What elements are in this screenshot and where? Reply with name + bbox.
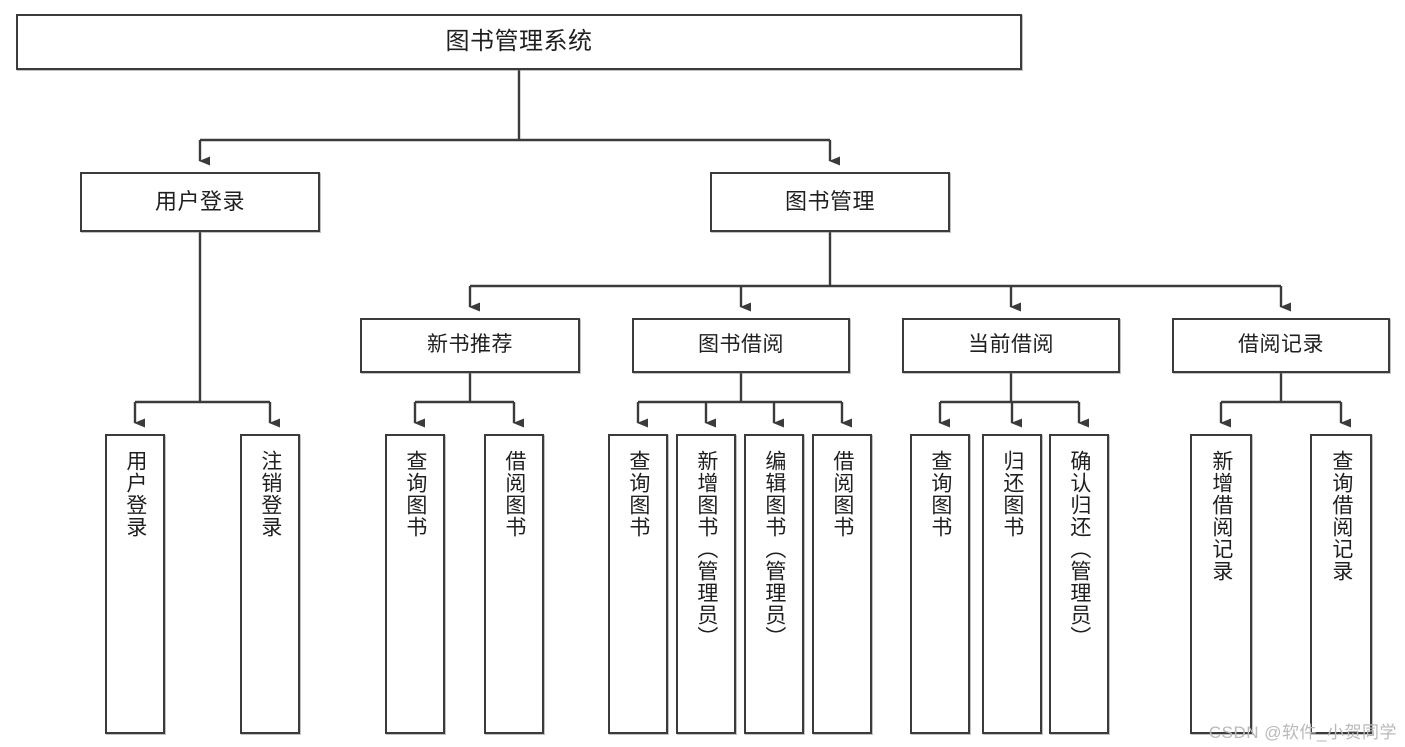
node-l3-c4[interactable]: 借阅图书 [812,434,872,734]
node-l3-c1[interactable]: 查询图书 [608,434,668,734]
node-label: 确认归还（管理员） [1067,450,1091,648]
node-label: 编辑图书（管理员） [762,450,786,648]
node-l3-c2[interactable]: 新增图书（管理员） [676,434,736,734]
node-label: 图书管理系统 [445,27,593,55]
node-l3-d3[interactable]: 确认归还（管理员） [1049,434,1109,734]
node-label: 用户登录 [154,189,245,215]
node-label: 新增借阅记录 [1209,450,1233,582]
node-label: 归还图书 [1000,450,1024,538]
node-l2-newbook[interactable]: 新书推荐 [360,318,580,373]
node-label: 用户登录 [123,450,147,538]
node-label: 查询图书 [403,450,427,538]
node-l3-b2[interactable]: 借阅图书 [484,434,544,734]
node-l3-a1[interactable]: 用户登录 [105,434,165,734]
node-l3-e1[interactable]: 新增借阅记录 [1190,434,1252,734]
node-root[interactable]: 图书管理系统 [16,14,1022,70]
node-l3-d1[interactable]: 查询图书 [910,434,970,734]
node-label: 查询图书 [928,450,952,538]
node-label: 图书借阅 [698,333,784,357]
node-l3-b1[interactable]: 查询图书 [385,434,445,734]
node-l1-manage[interactable]: 图书管理 [710,172,950,232]
node-label: 查询图书 [626,450,650,538]
node-label: 新增图书（管理员） [694,450,718,648]
node-label: 图书管理 [784,189,875,215]
node-label: 借阅图书 [502,450,526,538]
node-label: 注销登录 [258,450,282,538]
node-l1-login[interactable]: 用户登录 [80,172,320,232]
node-l2-current[interactable]: 当前借阅 [902,318,1120,373]
node-label: 借阅图书 [830,450,854,538]
node-l3-c3[interactable]: 编辑图书（管理员） [744,434,804,734]
node-label: 查询借阅记录 [1329,450,1353,582]
node-l3-e2[interactable]: 查询借阅记录 [1310,434,1372,734]
node-label: 当前借阅 [968,333,1054,357]
node-l3-a2[interactable]: 注销登录 [240,434,300,734]
node-label: 新书推荐 [427,333,513,357]
node-label: 借阅记录 [1238,333,1324,357]
node-l3-d2[interactable]: 归还图书 [982,434,1042,734]
node-l2-borrow[interactable]: 图书借阅 [632,318,850,373]
node-l2-record[interactable]: 借阅记录 [1172,318,1390,373]
